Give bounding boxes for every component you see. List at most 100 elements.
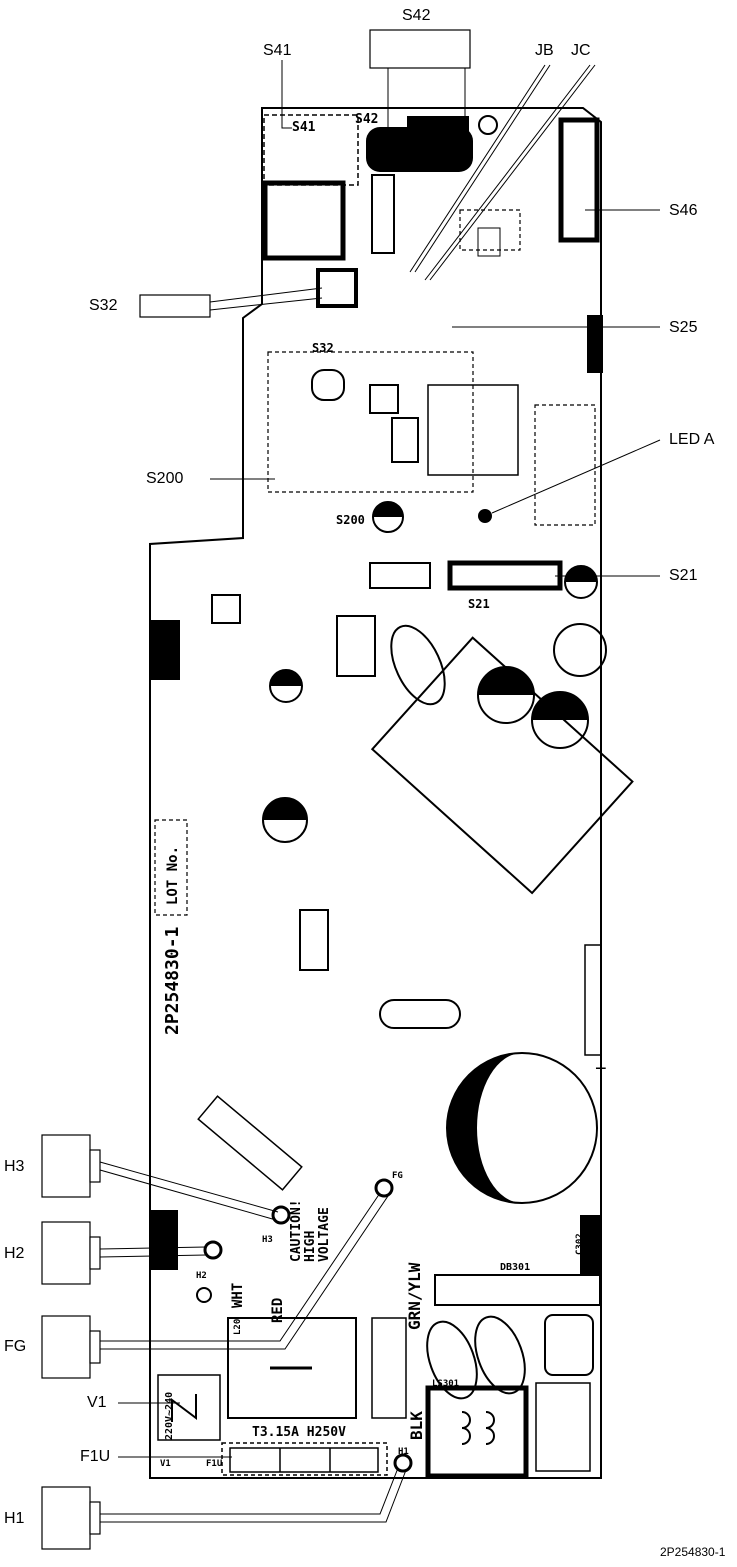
board-label-fg: FG — [392, 1171, 403, 1181]
board-label-ls301: LS301 — [432, 1379, 460, 1389]
board-fuse-rating: T3.15A H250V — [252, 1425, 346, 1440]
board-c302: C302 — [575, 1233, 585, 1255]
fg-plug-symbol — [41, 1315, 101, 1379]
board-db301: DB301 — [500, 1262, 530, 1273]
black-block-left-low — [150, 1210, 178, 1270]
varistor-v1-symbol — [171, 1394, 197, 1422]
s32-plug-symbol — [139, 294, 211, 318]
coil-l20 — [227, 1317, 357, 1419]
drawing-number: 2P254830-1 — [660, 1545, 726, 1559]
label-s42: S42 — [402, 7, 431, 24]
leader-lines — [99, 60, 661, 1523]
component-ic2 — [262, 180, 346, 261]
board-voltage: VOLTAGE — [317, 1207, 332, 1262]
capacitor-c103 — [371, 1317, 407, 1419]
component-c301 — [535, 1382, 591, 1472]
board-outline — [149, 107, 602, 1479]
label-h1: H1 — [4, 1510, 25, 1527]
varistor-v1 — [157, 1374, 221, 1441]
capacitor-c308-mark — [532, 692, 588, 720]
h1-plug-symbol — [41, 1486, 101, 1550]
board-blk: BLK — [407, 1411, 426, 1440]
component-thermal-fuse — [197, 1095, 303, 1191]
crystal-xt1 — [311, 369, 345, 401]
chip-grid — [477, 227, 501, 257]
mount-hole-left — [196, 1287, 212, 1303]
connector-s42 — [366, 127, 473, 172]
component-oval-2 — [379, 999, 461, 1029]
coil-ls301-mark — [461, 1411, 495, 1445]
board-label-f1u: F1U — [206, 1459, 223, 1469]
capacitor-c101 — [474, 1315, 526, 1395]
transistor-q303 — [336, 615, 376, 677]
mount-hole-top — [478, 115, 498, 135]
lot-number-box — [154, 819, 188, 916]
label-fg: FG — [4, 1338, 27, 1355]
board-label-h1: H1 — [398, 1447, 409, 1457]
board-label-s200: S200 — [336, 513, 365, 527]
component-ic304 — [211, 594, 241, 624]
label-h3: H3 — [4, 1158, 25, 1175]
label-s46: S46 — [669, 202, 698, 219]
component-hatched-2 — [391, 417, 419, 463]
label-s25: S25 — [669, 319, 698, 336]
board-caution: CAUTION! — [289, 1199, 304, 1262]
board-c302-plus: + — [595, 1058, 607, 1080]
board-grn-ylw: GRN/YLW — [405, 1262, 424, 1330]
capacitor-c24-mark — [373, 502, 403, 517]
label-jb: JB — [535, 42, 554, 59]
component-ic1 — [427, 384, 519, 476]
bridge-db301 — [434, 1274, 601, 1306]
label-s41: S41 — [263, 42, 292, 59]
h2-plug-symbol — [41, 1221, 101, 1285]
black-block-right — [580, 1215, 602, 1275]
connector-cn302 — [369, 562, 431, 589]
connector-s21 — [447, 560, 563, 591]
board-label-s21: S21 — [468, 597, 490, 611]
board-label-h2: H2 — [196, 1271, 207, 1281]
board-label-h3: H3 — [262, 1235, 273, 1245]
board-label-s42: S42 — [355, 112, 379, 127]
board-red: RED — [270, 1298, 286, 1323]
component-oval-1 — [390, 624, 446, 706]
label-v1: V1 — [87, 1394, 107, 1411]
board-label-s41: S41 — [292, 120, 316, 135]
component-ic-block — [299, 909, 329, 971]
coil-ls301 — [425, 1385, 529, 1479]
label-s200: S200 — [146, 470, 184, 487]
black-block-left — [150, 620, 180, 680]
capacitor-c307-mark — [478, 667, 534, 695]
led-a-indicator — [478, 509, 492, 523]
fuse-f1u — [221, 1442, 388, 1476]
capacitor-c315-mark — [263, 798, 307, 820]
terminal-h1 — [393, 1453, 413, 1473]
label-s32: S32 — [89, 297, 118, 314]
board-voltage-rating: 220V~240 — [164, 1392, 175, 1440]
board-l20: L20 — [233, 1319, 243, 1335]
label-jc: JC — [571, 42, 591, 59]
board-part-number: 2P254830-1 — [162, 927, 183, 1035]
terminal-h3 — [271, 1205, 291, 1225]
black-block-top — [407, 116, 469, 134]
black-side-block — [587, 315, 603, 373]
capacitor-c310-mark — [270, 670, 302, 686]
resistor-bank — [584, 944, 602, 1056]
label-h2: H2 — [4, 1245, 25, 1262]
capacitor-c102 — [426, 1320, 478, 1400]
region-s200 — [267, 351, 474, 493]
component-hatched-1 — [369, 384, 399, 414]
connector-s32 — [316, 268, 358, 308]
component-tall — [371, 174, 395, 254]
connector-s46 — [558, 117, 600, 243]
capacitor-c309 — [553, 623, 607, 677]
board-label-s32: S32 — [312, 341, 334, 355]
s42-callout-box — [369, 29, 471, 69]
label-led-a: LED A — [669, 431, 715, 448]
terminal-h2 — [203, 1240, 223, 1260]
label-f1u: F1U — [80, 1448, 111, 1465]
capacitor-c302-mark — [447, 1053, 522, 1203]
h3-plug-symbol — [41, 1134, 101, 1198]
board-label-v1: V1 — [160, 1459, 171, 1469]
